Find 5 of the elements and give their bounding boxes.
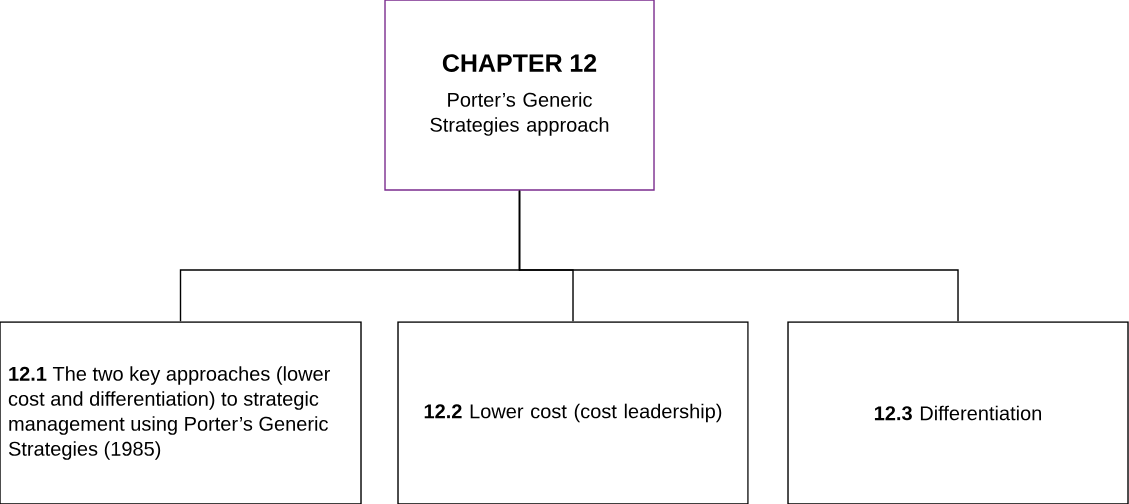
- chapter-box: CHAPTER 12 Porter’s Generic Strategies approach: [384, 0, 655, 191]
- connector-line: [518, 190, 959, 322]
- section-box: 12.3 Differentiation: [787, 321, 1129, 504]
- section-box: 12.2 Lower cost (cost leadership): [397, 321, 749, 504]
- section-box: 12.1 The two key approaches (lower cost and differentiation) to strategic management using Porter’s Generic Strategies (1985): [0, 321, 362, 504]
